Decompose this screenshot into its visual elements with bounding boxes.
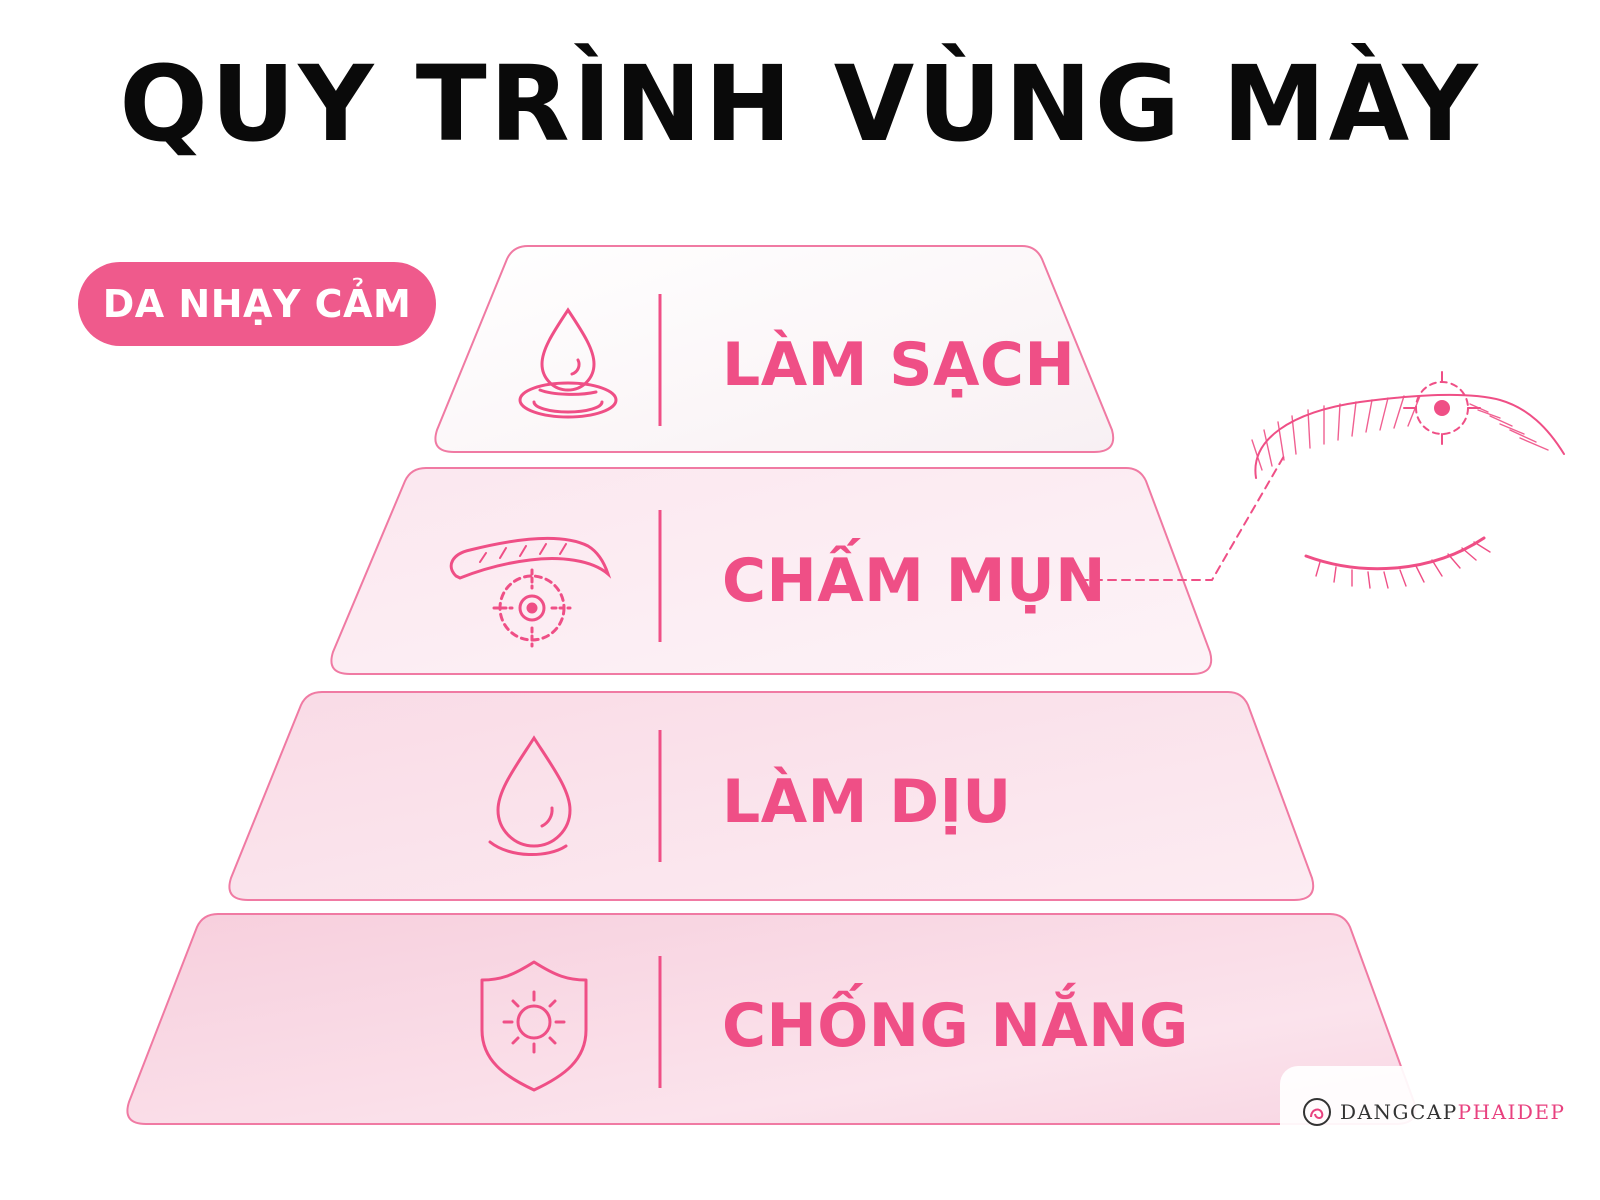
page-title: QUY TRÌNH VÙNG MÀY <box>119 43 1481 165</box>
brow-target-icon <box>449 537 612 648</box>
eyebrow-eye-target-illustration <box>1079 371 1565 589</box>
tier-2-label: CHẤM MỤN <box>722 546 1106 616</box>
tier-4-label: CHỐNG NẮNG <box>722 991 1189 1061</box>
water-drop-ripple-icon <box>518 307 618 419</box>
skin-type-badge: DA NHẠY CẢM <box>78 262 436 346</box>
tier-2-panel <box>330 467 1213 675</box>
tier-1-panel <box>434 245 1115 453</box>
brand-watermark: DANGCAPPHAIDEP <box>1280 1066 1580 1158</box>
sun-shield-icon <box>480 960 588 1092</box>
brand-name: DANGCAPPHAIDEP <box>1340 1100 1566 1124</box>
tier-1-label: LÀM SẠCH <box>722 330 1076 400</box>
tier-3-label: LÀM DỊU <box>722 767 1012 837</box>
brand-logo-icon <box>1303 1098 1331 1126</box>
soothing-drop-icon <box>488 735 572 856</box>
